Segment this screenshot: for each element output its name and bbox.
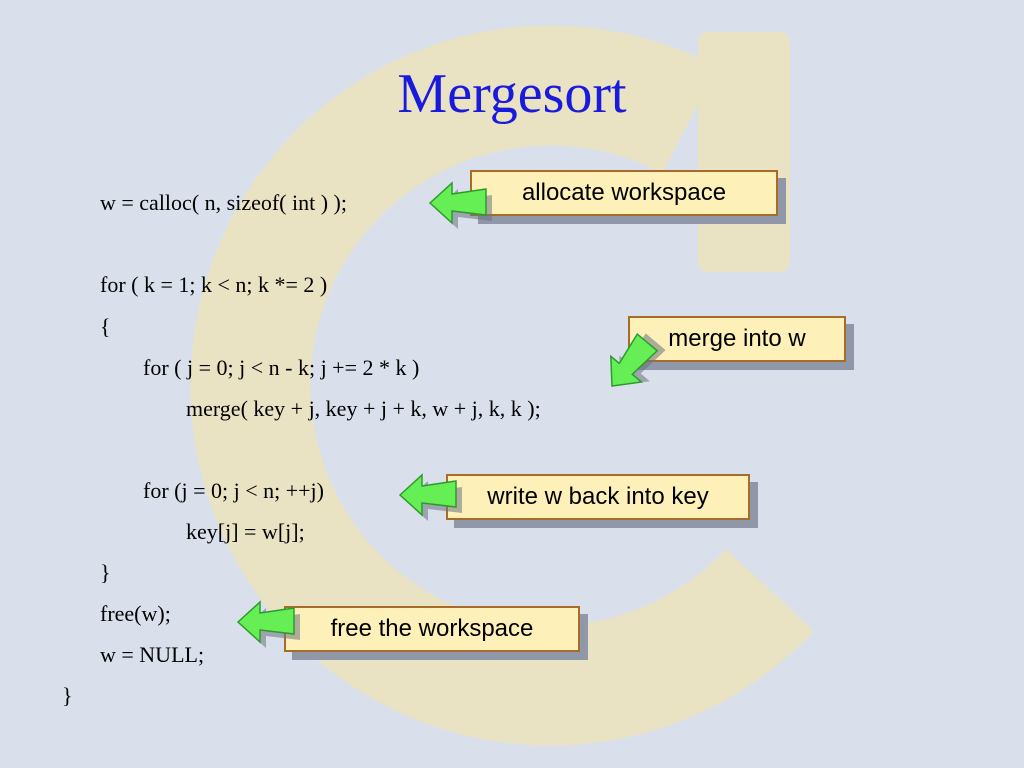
callout-write-back: write w back into key xyxy=(446,474,750,520)
callout-merge-into-w: merge into w xyxy=(628,316,846,362)
code-line: key[j] = w[j]; xyxy=(186,519,305,544)
code-line: for ( k = 1; k < n; k *= 2 ) xyxy=(100,272,328,297)
code-line: } xyxy=(100,560,111,585)
code-line: w = NULL; xyxy=(100,642,205,667)
code-line: { xyxy=(100,314,111,339)
code-line: free(w); xyxy=(100,601,171,626)
code-line: for (j = 0; j < n; ++j) xyxy=(143,478,324,503)
callout-allocate-workspace: allocate workspace xyxy=(470,170,778,216)
code-line: w = calloc( n, sizeof( int ) ); xyxy=(100,190,347,215)
code-line: for ( j = 0; j < n - k; j += 2 * k ) xyxy=(143,355,420,380)
callout-free-workspace: free the workspace xyxy=(284,606,580,652)
slide-title: Mergesort xyxy=(397,63,627,125)
code-line: } xyxy=(62,683,73,708)
code-line: merge( key + j, key + j + k, w + j, k, k… xyxy=(186,396,541,421)
